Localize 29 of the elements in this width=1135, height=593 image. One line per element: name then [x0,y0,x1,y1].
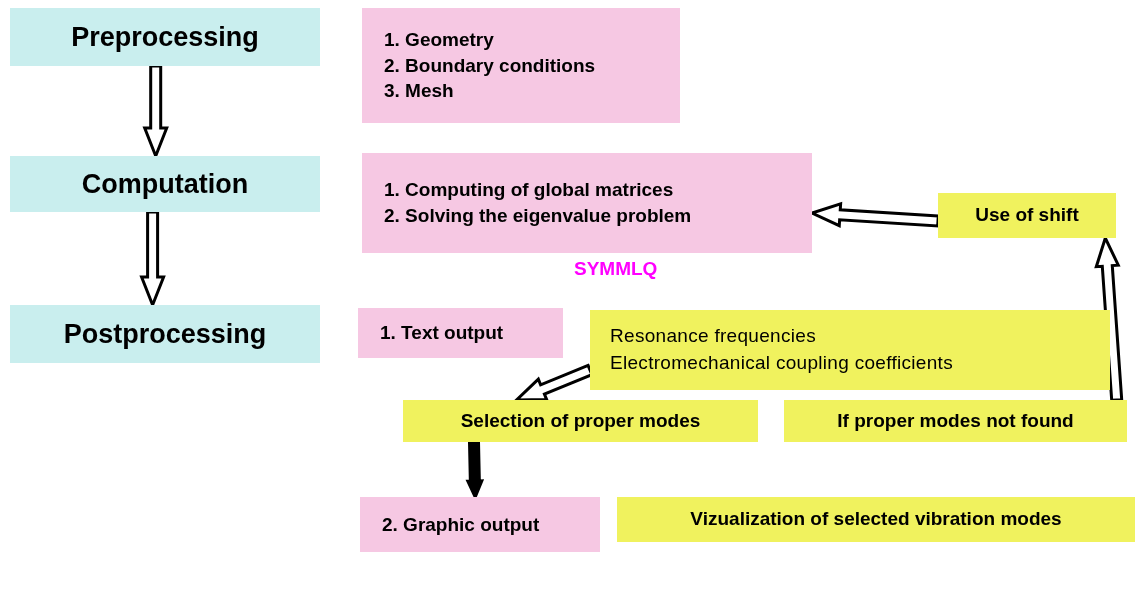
task-box [362,153,812,253]
box-text: Electromechanical coupling coefficients [610,351,953,375]
stage-box [10,156,320,212]
box-text: 1. Geometry [384,28,495,53]
box-text: Selection of proper modes [460,408,701,433]
box-text: Use of shift [975,203,1079,228]
box-text: Resonance frequencies [610,324,816,349]
note-box [403,400,758,442]
note-box [784,400,1127,442]
box-text: Preprocessing [71,21,259,53]
box-text: 2. Graphic output [382,512,541,537]
stage-box [10,8,320,66]
note-box [938,193,1116,238]
box-text: Computation [81,168,249,200]
box-text: 1. Computing of global matrices [384,178,675,203]
box-text: 2. Solving the eigenvalue problem [384,204,693,228]
box-text: Vizualization of selected vibration modes [690,507,1062,532]
task-box [358,308,563,358]
task-box [360,497,600,552]
box-text: 3. Mesh [384,79,455,104]
box-text: 1. Text output [380,321,505,346]
box-text: 2. Boundary conditions [384,53,597,78]
note-box [590,310,1110,390]
method-label: SYMMLQ [574,258,658,280]
task-box [362,8,680,123]
box-text: Postprocessing [63,318,267,350]
note-box [617,497,1135,542]
stage-box [10,305,320,363]
box-text: If proper modes not found [837,408,1074,433]
